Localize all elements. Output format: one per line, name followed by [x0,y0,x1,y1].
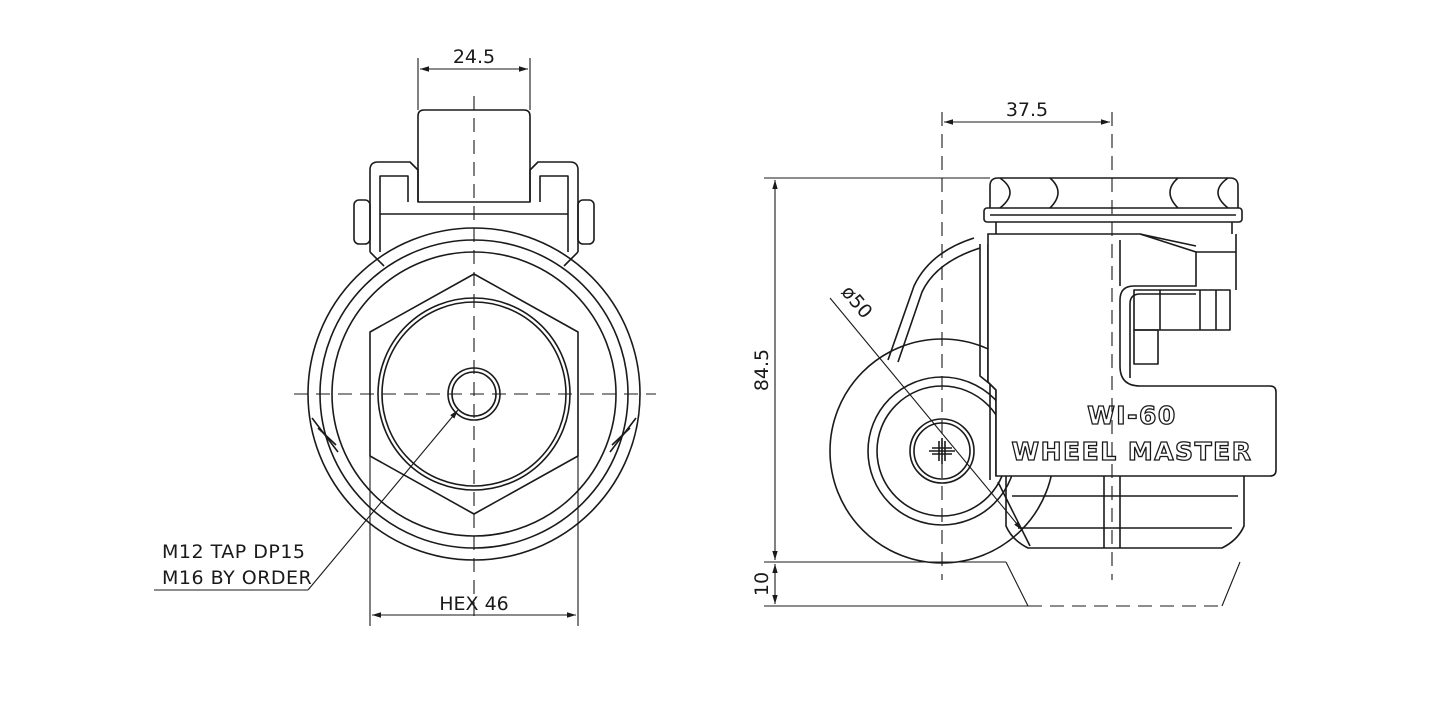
dim-hex-size-label: HEX 46 [439,593,509,615]
dim-adjust: 10 [751,564,1028,607]
side-model-label: WI-60 [1087,401,1177,430]
front-view [294,96,656,620]
dim-height-label: 84.5 [751,349,773,391]
dim-wheel-diameter-label: ø50 [837,281,877,323]
dim-height: 84.5 [751,177,1006,563]
side-top-hex [983,177,1243,234]
side-leveling-foot [1005,561,1241,607]
side-brand-label: WHEEL MASTER [1012,437,1253,466]
dim-yoke-width-label: 24.5 [453,46,495,68]
tap-note-line2: M16 BY ORDER [162,567,312,589]
tap-note-line1: M12 TAP DP15 [162,541,306,563]
dim-hex-size: HEX 46 [369,456,579,626]
dim-adjust-label: 10 [751,572,773,596]
dim-offset-label: 37.5 [1006,99,1048,121]
side-frame [887,233,1277,480]
dim-yoke-width: 24.5 [417,46,531,110]
side-bottom-housing [997,476,1245,549]
dim-offset: 37.5 [944,99,1110,125]
side-adjuster-nut [1133,234,1237,365]
side-view: WI-60 WHEEL MASTER [829,112,1277,607]
tap-note: M12 TAP DP15 M16 BY ORDER [154,409,459,591]
